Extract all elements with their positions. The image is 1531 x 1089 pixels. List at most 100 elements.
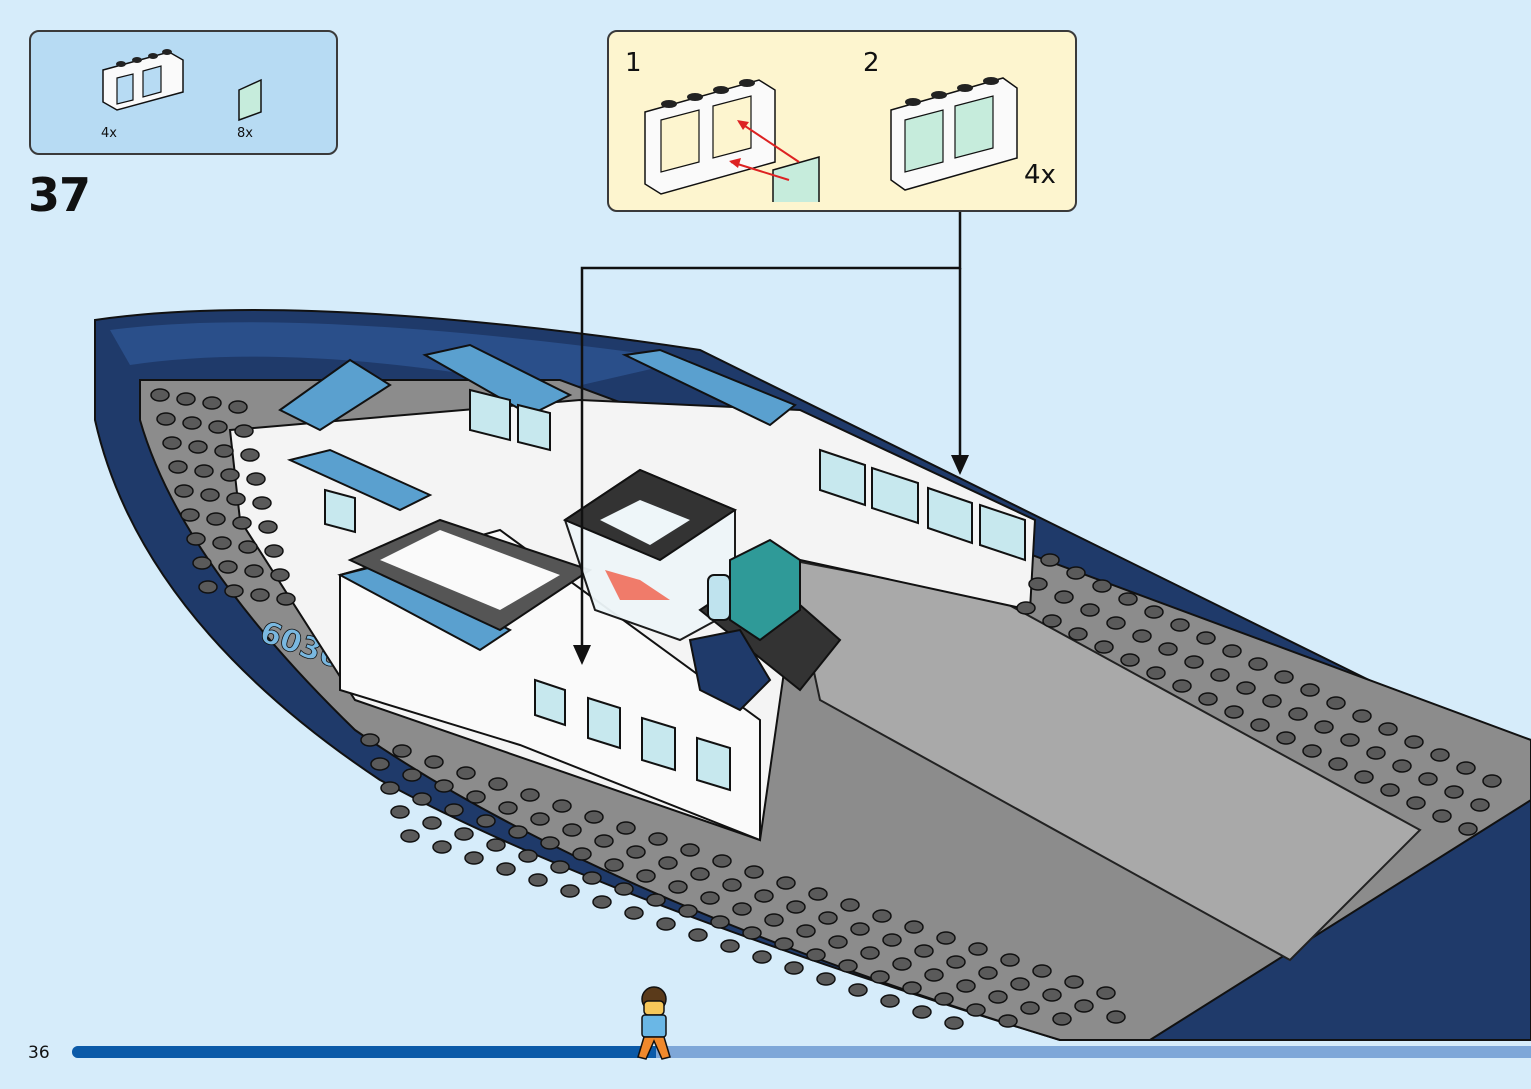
- deck-stud: [233, 517, 251, 529]
- deck-stud: [893, 958, 911, 970]
- deck-stud: [1145, 606, 1163, 618]
- deck-stud: [519, 850, 537, 862]
- deck-stud: [1147, 667, 1165, 679]
- deck-stud: [1041, 554, 1059, 566]
- deck-stud: [615, 883, 633, 895]
- deck-stud: [1067, 567, 1085, 579]
- deck-stud: [797, 925, 815, 937]
- deck-stud: [433, 841, 451, 853]
- step-number: 37: [28, 168, 90, 222]
- deck-stud: [1043, 989, 1061, 1001]
- deck-stud: [553, 800, 571, 812]
- deck-stud: [839, 960, 857, 972]
- deck-stud: [219, 561, 237, 573]
- deck-stud: [873, 910, 891, 922]
- deck-stud: [583, 872, 601, 884]
- deck-stud: [457, 767, 475, 779]
- deck-stud: [1445, 786, 1463, 798]
- deck-stud: [195, 465, 213, 477]
- deck-stud: [435, 780, 453, 792]
- deck-stud: [1381, 784, 1399, 796]
- deck-stud: [467, 791, 485, 803]
- deck-stud: [477, 815, 495, 827]
- deck-stud: [455, 828, 473, 840]
- deck-stud: [1407, 797, 1425, 809]
- deck-stud: [521, 789, 539, 801]
- deck-stud: [989, 991, 1007, 1003]
- white-window-frame-icon: [99, 42, 189, 112]
- deck-stud: [625, 907, 643, 919]
- deck-stud: [913, 1006, 931, 1018]
- deck-stud: [925, 969, 943, 981]
- deck-stud: [733, 903, 751, 915]
- deck-stud: [361, 734, 379, 746]
- deck-stud: [1303, 745, 1321, 757]
- deck-stud: [1055, 591, 1073, 603]
- deck-stud: [617, 822, 635, 834]
- deck-stud: [689, 929, 707, 941]
- deck-stud: [207, 513, 225, 525]
- deck-stud: [1405, 736, 1423, 748]
- deck-stud: [775, 938, 793, 950]
- deck-stud: [487, 839, 505, 851]
- deck-stud: [1237, 682, 1255, 694]
- sub-step-number-2: 2: [863, 48, 880, 78]
- deck-stud: [883, 934, 901, 946]
- deck-stud: [1275, 671, 1293, 683]
- deck-stud: [1065, 976, 1083, 988]
- deck-stud: [1393, 760, 1411, 772]
- deck-stud: [1133, 630, 1151, 642]
- deck-stud: [637, 870, 655, 882]
- deck-stud: [1171, 619, 1189, 631]
- deck-stud: [713, 855, 731, 867]
- deck-stud: [271, 569, 289, 581]
- deck-stud: [765, 914, 783, 926]
- deck-stud: [381, 782, 399, 794]
- deck-stud: [189, 441, 207, 453]
- deck-stud: [425, 756, 443, 768]
- deck-stud: [1043, 615, 1061, 627]
- deck-stud: [1459, 823, 1477, 835]
- deck-stud: [199, 581, 217, 593]
- deck-stud: [163, 437, 181, 449]
- deck-stud: [817, 973, 835, 985]
- deck-stud: [957, 980, 975, 992]
- deck-stud: [711, 916, 729, 928]
- deck-stud: [915, 945, 933, 957]
- deck-stud: [209, 421, 227, 433]
- deck-stud: [787, 901, 805, 913]
- deck-stud: [659, 857, 677, 869]
- deck-stud: [277, 593, 295, 605]
- page-number: 36: [28, 1043, 50, 1063]
- deck-stud: [1069, 628, 1087, 640]
- deck-stud: [945, 1017, 963, 1029]
- deck-stud: [215, 445, 233, 457]
- deck-stud: [999, 1015, 1017, 1027]
- deck-stud: [743, 927, 761, 939]
- deck-stud: [229, 401, 247, 413]
- deck-stud: [1081, 604, 1099, 616]
- deck-stud: [1329, 758, 1347, 770]
- deck-stud: [905, 921, 923, 933]
- parts-list-box: 4x 8x: [29, 30, 338, 155]
- deck-stud: [253, 497, 271, 509]
- deck-stud: [1107, 617, 1125, 629]
- parts-qty-window-frame: 4x: [101, 126, 117, 141]
- deck-stud: [819, 912, 837, 924]
- deck-stud: [1367, 747, 1385, 759]
- deck-stud: [391, 806, 409, 818]
- deck-stud: [1431, 749, 1449, 761]
- deck-stud: [401, 830, 419, 842]
- parts-qty-glass-pane: 8x: [237, 126, 253, 141]
- deck-stud: [157, 413, 175, 425]
- deck-stud: [181, 509, 199, 521]
- deck-stud: [1289, 708, 1307, 720]
- deck-stud: [1457, 762, 1475, 774]
- deck-stud: [1353, 710, 1371, 722]
- deck-stud: [851, 923, 869, 935]
- deck-stud: [393, 745, 411, 757]
- deck-stud: [1173, 680, 1191, 692]
- deck-stud: [1093, 580, 1111, 592]
- deck-stud: [1001, 954, 1019, 966]
- deck-stud: [183, 417, 201, 429]
